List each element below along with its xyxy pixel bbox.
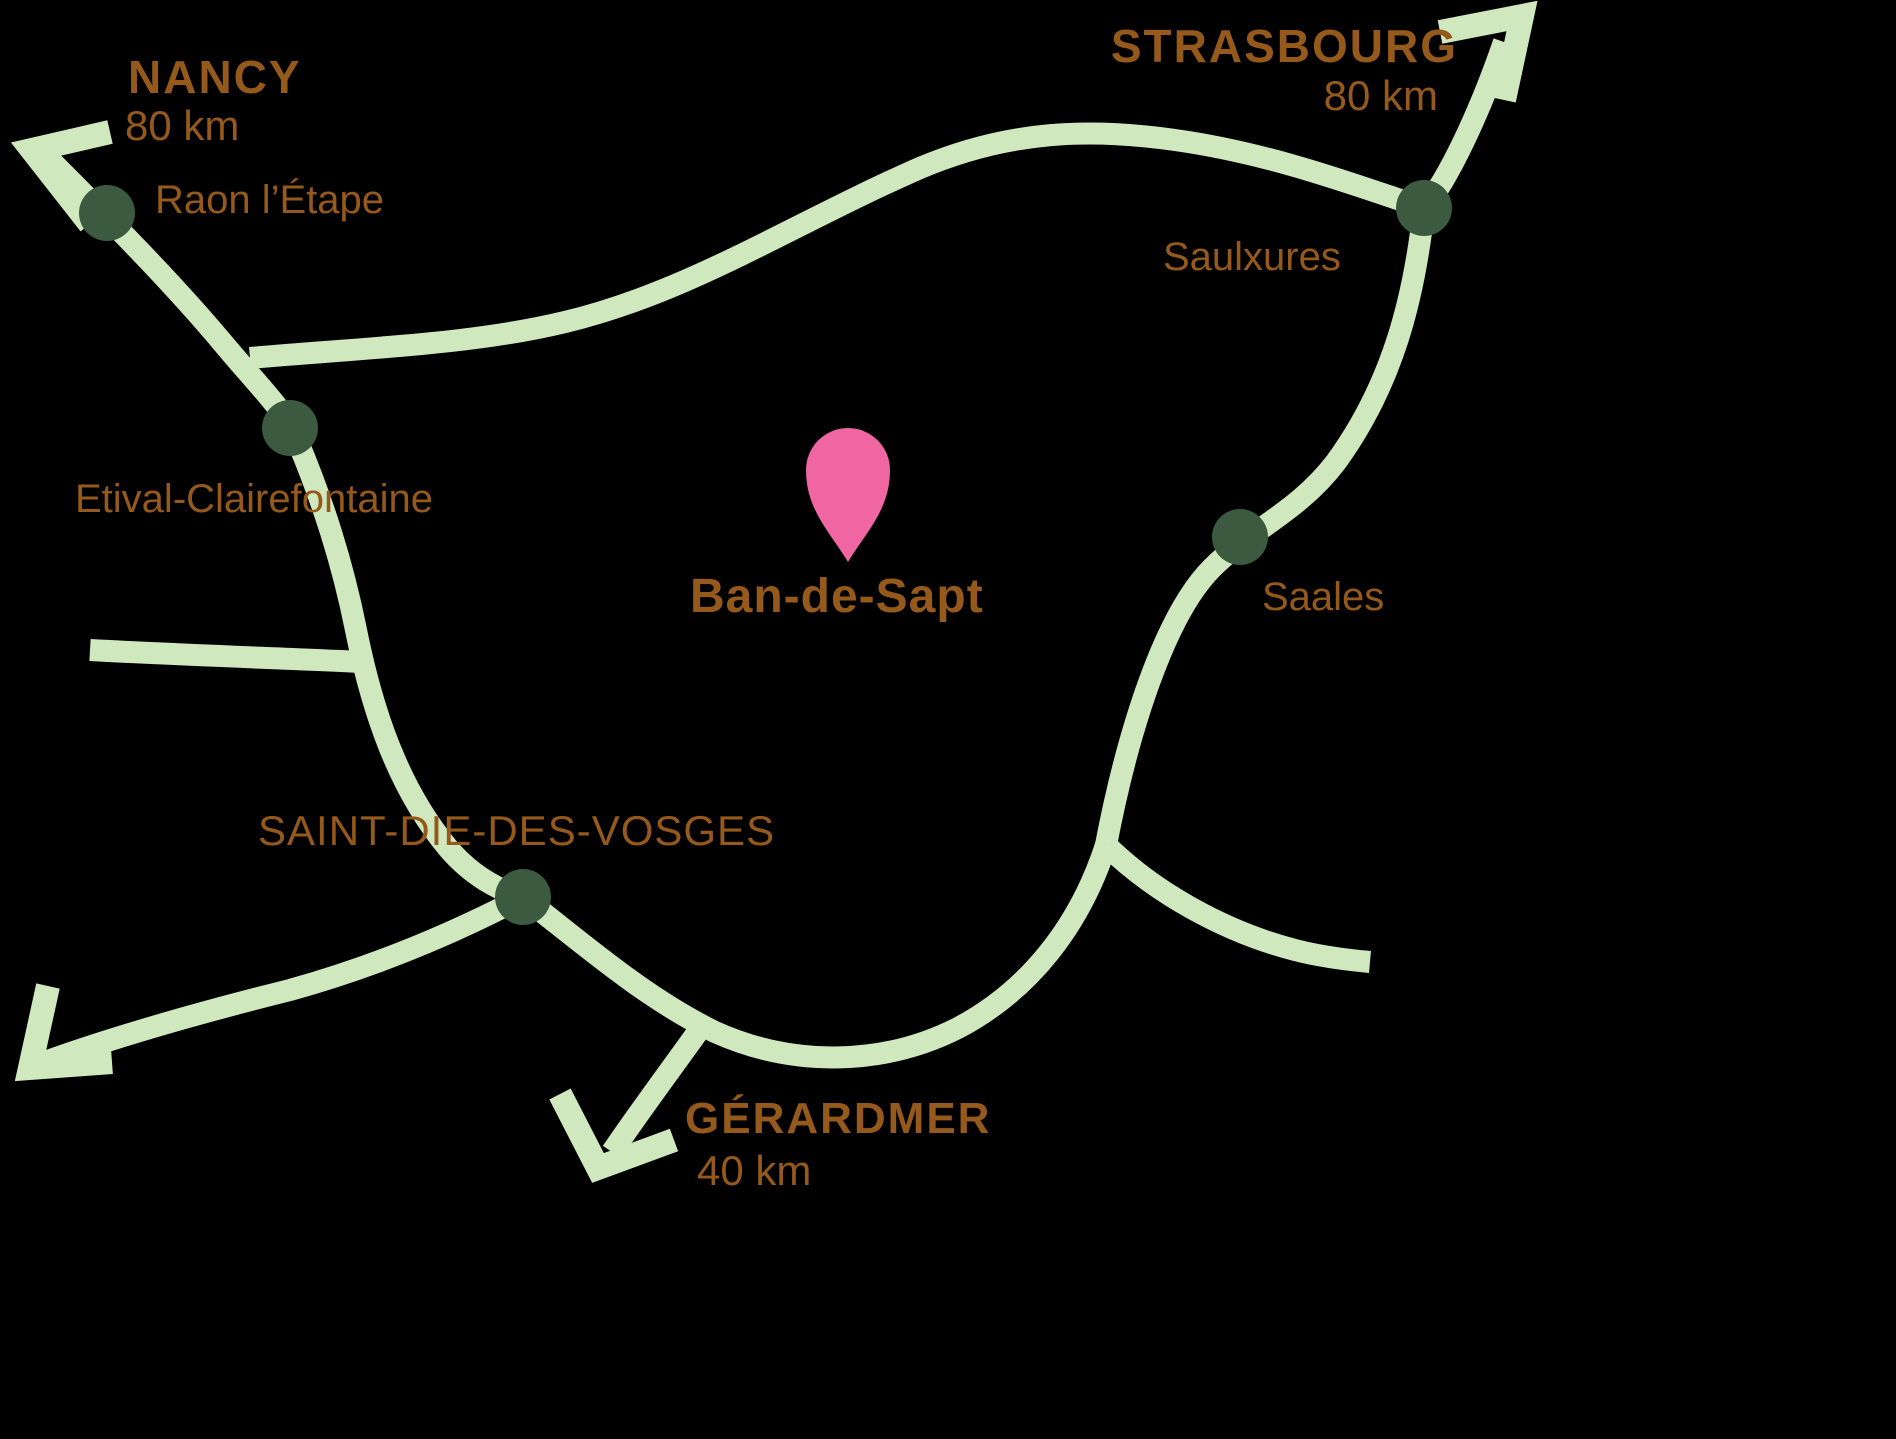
nancy-arrow-icon	[10, 120, 113, 232]
town-nodes	[79, 180, 1452, 925]
strasbourg-arrow-icon	[1437, 0, 1538, 103]
location-pin-icon	[806, 428, 890, 562]
node-saintdie	[495, 869, 551, 925]
node-saales	[1212, 509, 1268, 565]
label-saales: Saales	[1262, 575, 1384, 619]
label-nancy: NANCY	[128, 51, 302, 103]
road-saulxures-saales	[1095, 206, 1435, 848]
label-gerardmer-distance: 40 km	[697, 1147, 811, 1194]
label-gerardmer: GÉRARDMER	[685, 1093, 991, 1143]
road-east-branch	[1098, 837, 1371, 973]
road-gerardmer-branch	[602, 1019, 711, 1159]
label-ban-de-sapt: Ban-de-Sapt	[690, 570, 984, 623]
label-saint-die: SAINT-DIE-DES-VOSGES	[258, 807, 775, 854]
road-nancy-saintdie	[42, 152, 527, 908]
roads	[41, 38, 1515, 1159]
label-raon: Raon l’Étape	[155, 177, 384, 222]
gerardmer-arrow-icon	[549, 1088, 679, 1183]
node-raon	[79, 185, 135, 241]
label-etival: Etival-Clairefontaine	[75, 477, 433, 521]
road-west-stub	[89, 639, 363, 673]
label-nancy-distance: 80 km	[125, 102, 239, 149]
node-saulxures	[1396, 180, 1452, 236]
labels: NANCY 80 km STRASBOURG 80 km Raon l’Étap…	[75, 20, 1458, 1194]
label-strasbourg-distance: 80 km	[1324, 72, 1438, 119]
road-top-arc-strasbourg	[249, 38, 1515, 369]
label-strasbourg: STRASBOURG	[1111, 20, 1458, 72]
node-etival	[262, 400, 318, 456]
road-bottom-loop	[516, 841, 1117, 1069]
road-saintdie-southwest	[41, 887, 529, 1073]
arrowheads	[10, 0, 1538, 1183]
label-saulxures: Saulxures	[1163, 235, 1341, 279]
southwest-arrow-icon	[14, 983, 113, 1082]
